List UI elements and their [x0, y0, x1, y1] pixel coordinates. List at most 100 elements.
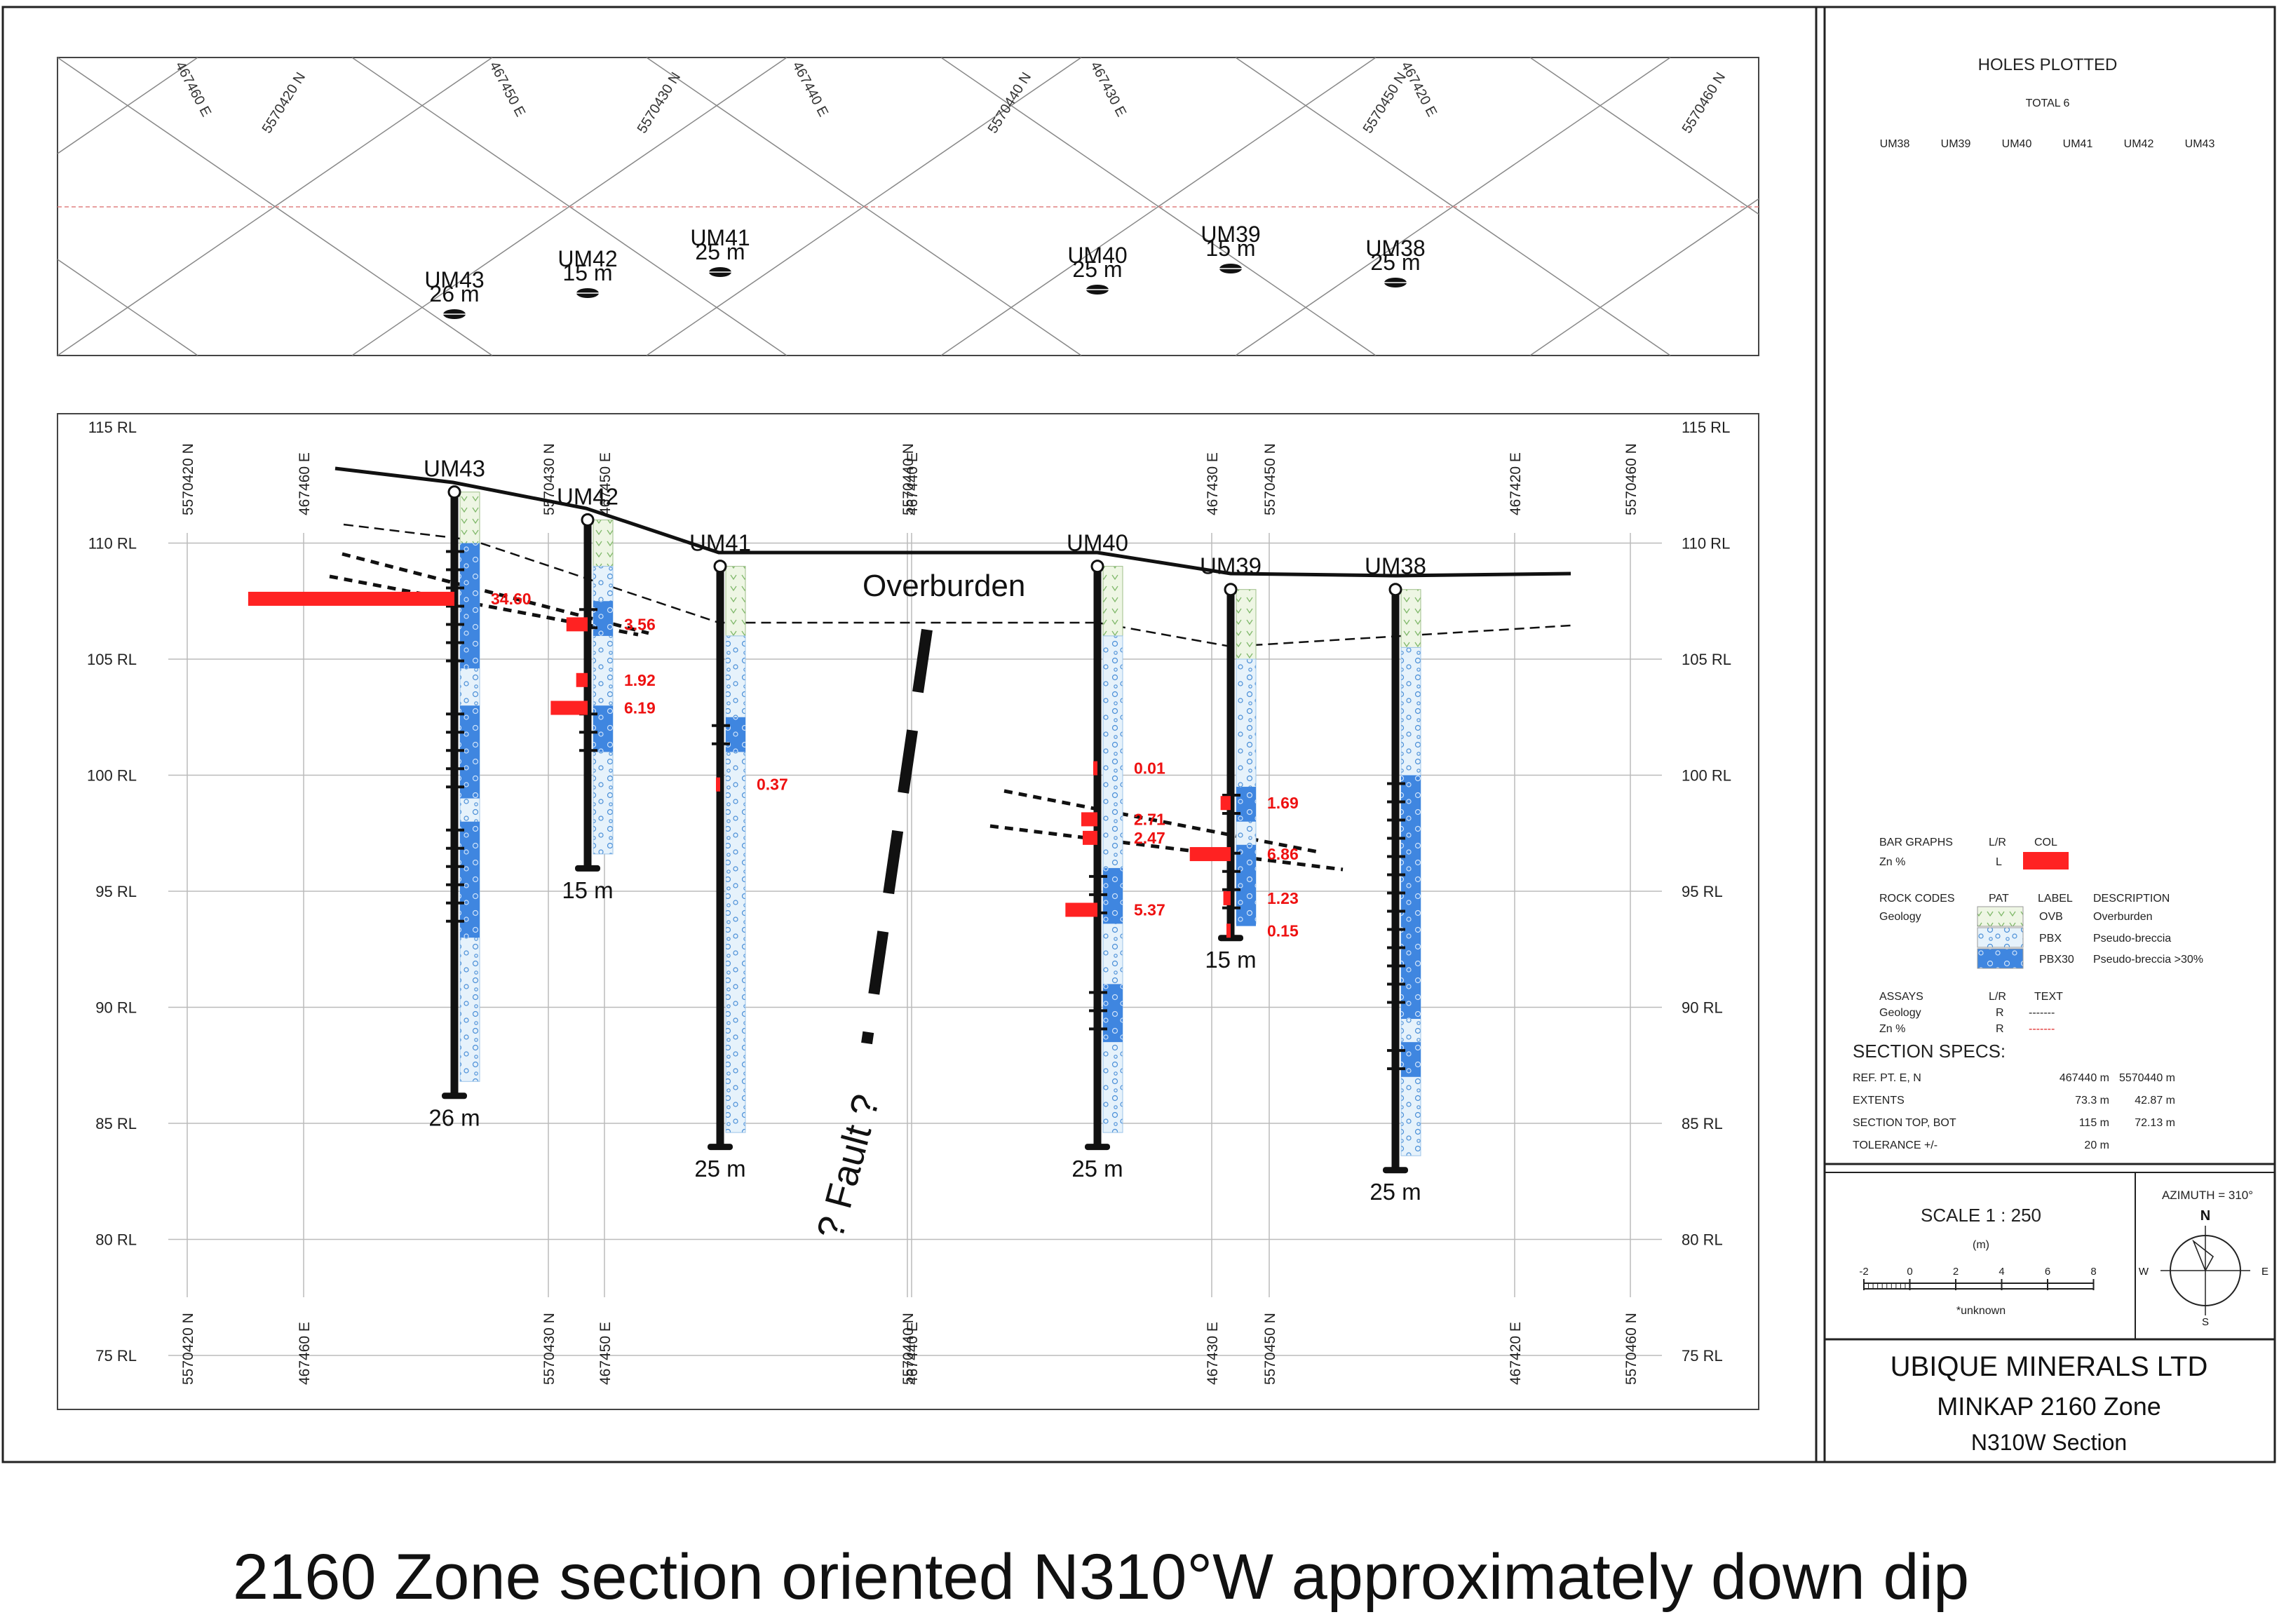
- assays-header: ASSAYS: [1879, 991, 1923, 1003]
- hole-end-cap: [1218, 935, 1243, 942]
- zone-lower-line: [329, 574, 639, 637]
- holes-plotted-item: UM38: [1880, 138, 1910, 150]
- spec-label: EXTENTS: [1853, 1095, 1905, 1107]
- assay-geology-lr: R: [1996, 1007, 2004, 1019]
- ovb-swatch: [1977, 906, 2024, 927]
- plan-hole-depth: 15 m: [562, 260, 612, 285]
- zn-assay-bar: [1065, 902, 1097, 917]
- zn-assay-bar: [1189, 847, 1231, 862]
- bar-graphs-lr-header: L/R: [1989, 837, 2006, 848]
- hole-name-label: UM42: [557, 483, 618, 509]
- plan-hole-depth: 25 m: [1370, 250, 1420, 275]
- zn-assay-bar: [1223, 891, 1231, 905]
- rl-label-right: 115 RL: [1682, 419, 1730, 436]
- pbx-swatch: [1977, 927, 2024, 948]
- rl-label-left: 105 RL: [87, 651, 137, 668]
- azimuth-label: AZIMUTH = 310°: [2162, 1189, 2253, 1202]
- spec-value-1: 20 m: [2084, 1139, 2109, 1151]
- spec-label: TOLERANCE +/-: [1853, 1139, 1938, 1151]
- drill-hole-um42: UM42 15 m: [557, 483, 618, 903]
- vertical-grid-label-bottom: 5570460 N: [1623, 1313, 1639, 1385]
- vertical-grid-label-top: 5570420 N: [180, 443, 196, 515]
- rl-label-left: 80 RL: [95, 1231, 137, 1249]
- compass-north: N: [2200, 1208, 2210, 1224]
- zn-assay-bar: [1083, 830, 1097, 845]
- rock-codes-desc-header: DESCRIPTION: [2093, 893, 2170, 905]
- spec-value-1: 467440 m: [2060, 1072, 2109, 1084]
- rock-code-pbx30: PBX30: [2039, 954, 2074, 966]
- rl-label-right: 80 RL: [1682, 1231, 1723, 1249]
- zn-assay-value: 3.56: [624, 615, 656, 633]
- rl-label-right: 75 RL: [1682, 1347, 1723, 1365]
- outer-frame: [1, 6, 2276, 1463]
- hole-end-cap: [1085, 1144, 1110, 1151]
- bar-graphs-col-header: COL: [2034, 837, 2057, 848]
- hole-depth-label: 15 m: [562, 877, 613, 903]
- rock-code-pbx-desc: Pseudo-breccia: [2093, 933, 2171, 945]
- plan-hole-name: UM42: [557, 246, 617, 271]
- zn-assay-value: 6.86: [1267, 845, 1299, 863]
- vertical-grid-label-top: 467460 E: [297, 452, 313, 515]
- hole-end-cap: [708, 1144, 733, 1151]
- hole-end-cap: [575, 865, 600, 872]
- rl-label-left: 95 RL: [95, 883, 137, 900]
- compass-east: E: [2261, 1266, 2268, 1278]
- collar-icon: [1388, 583, 1402, 597]
- vertical-grid-label-top: 467440 E: [905, 452, 921, 515]
- zn-assay-value: 2.47: [1134, 829, 1165, 847]
- project-name: MINKAP 2160 Zone: [1937, 1392, 2161, 1421]
- collar-icon: [1224, 583, 1238, 597]
- compass: AZIMUTH = 310° N S W E: [2139, 1189, 2268, 1328]
- rock-code-pbx30-desc: Pseudo-breccia >30%: [2093, 954, 2203, 966]
- vertical-grid-label-bottom: 467450 E: [597, 1322, 614, 1385]
- rock-code-pbx: PBX: [2039, 933, 2062, 945]
- rock-code-ovb-desc: Overburden: [2093, 911, 2153, 923]
- zn-assay-bar: [1226, 923, 1231, 938]
- zone-upper-line-east: [1003, 789, 1319, 854]
- title-block: UBIQUE MINERALS LTD MINKAP 2160 Zone N31…: [1891, 1351, 2208, 1455]
- spec-label: SECTION TOP, BOT: [1853, 1117, 1956, 1129]
- vertical-grid-label-top: 5570460 N: [1623, 443, 1639, 515]
- bar-graphs-header: BAR GRAPHS: [1879, 837, 1953, 848]
- spec-value-2: 72.13 m: [2135, 1117, 2175, 1129]
- scale-tick-label: 4: [1999, 1266, 2004, 1278]
- zn-assay-value: 34.60: [491, 590, 532, 608]
- rock-code-ovb: OVB: [2039, 911, 2063, 923]
- rl-label-left: 100 RL: [87, 767, 137, 785]
- collar-icon: [713, 560, 727, 574]
- plan-hole-depth: 15 m: [1205, 236, 1255, 261]
- scale-tick-label: 2: [1953, 1266, 1959, 1278]
- scale-note: *unknown: [1956, 1305, 2006, 1317]
- zn-assay-value: 1.69: [1267, 794, 1299, 812]
- rock-codes-header: ROCK CODES: [1879, 893, 1955, 905]
- assay-zn: Zn %: [1879, 1023, 1905, 1035]
- rl-label-left: 90 RL: [95, 999, 137, 1017]
- rl-label-right: 95 RL: [1682, 883, 1723, 900]
- plan-hole-name: UM38: [1365, 236, 1425, 261]
- legend-panel: BAR GRAPHS L/R COL Zn % L ROCK CODES PAT…: [1879, 837, 2203, 1035]
- plan-hole-name: UM41: [690, 225, 750, 250]
- vertical-grid-label-bottom: 467420 E: [1508, 1322, 1524, 1385]
- overburden-label: Overburden: [863, 569, 1025, 603]
- zn-assay-value: 1.92: [624, 671, 656, 689]
- vertical-grid-label-top: 5570450 N: [1262, 443, 1278, 515]
- bar-graph-color-swatch: [2023, 852, 2069, 869]
- hole-depth-label: 25 m: [1370, 1179, 1421, 1205]
- vertical-grid-label-bottom: 467430 E: [1205, 1322, 1221, 1385]
- holes-plotted-item: UM41: [2063, 138, 2093, 150]
- overburden-base-line: [343, 523, 1571, 648]
- zn-assay-bar: [248, 591, 454, 606]
- plan-hole-name: UM40: [1067, 243, 1127, 268]
- assays-lr-header: L/R: [1989, 991, 2006, 1003]
- vertical-grid-label-top: 467450 E: [597, 452, 614, 515]
- bar-graphs-zn: Zn %: [1879, 856, 1905, 868]
- fault-line: [861, 628, 933, 1045]
- company-name: UBIQUE MINERALS LTD: [1891, 1351, 2208, 1382]
